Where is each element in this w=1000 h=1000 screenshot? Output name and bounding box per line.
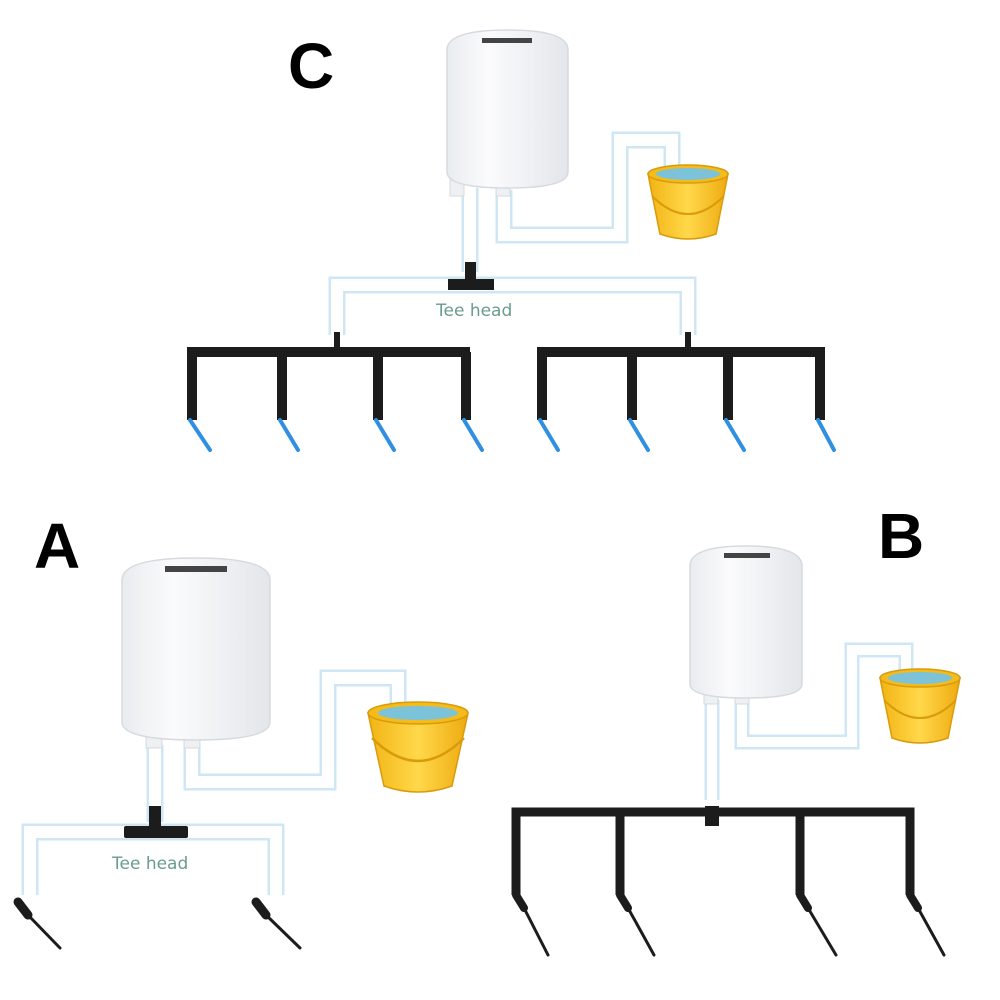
water-bucket-icon (879, 668, 961, 744)
tee-head-c (448, 262, 494, 290)
water-tank-icon (121, 557, 271, 749)
panel-letter-c: C (288, 30, 334, 102)
drip-stake-icon (13, 897, 302, 950)
drip-stake-icon (512, 891, 946, 957)
tee-head-a (124, 806, 188, 838)
panel-letter-a: A (34, 510, 80, 582)
blue-drip-line-icon (188, 418, 836, 452)
connector-b (705, 806, 719, 826)
panel-c: C Tee head (187, 29, 836, 452)
white-tube-group-b (704, 642, 914, 800)
water-bucket-icon (367, 701, 469, 793)
panel-letter-b: B (878, 500, 924, 572)
tee-head-label-a: Tee head (111, 854, 188, 874)
panel-b: B (511, 500, 961, 957)
panel-a: A Tee head (13, 510, 469, 950)
white-tube-group-a (21, 669, 407, 895)
black-manifold-c (187, 332, 825, 420)
water-tank-icon (689, 545, 803, 705)
water-bucket-icon (647, 164, 729, 240)
white-tube-group-c (328, 131, 697, 335)
tee-head-label-c: Tee head (435, 301, 512, 321)
water-tank-icon (446, 29, 569, 197)
